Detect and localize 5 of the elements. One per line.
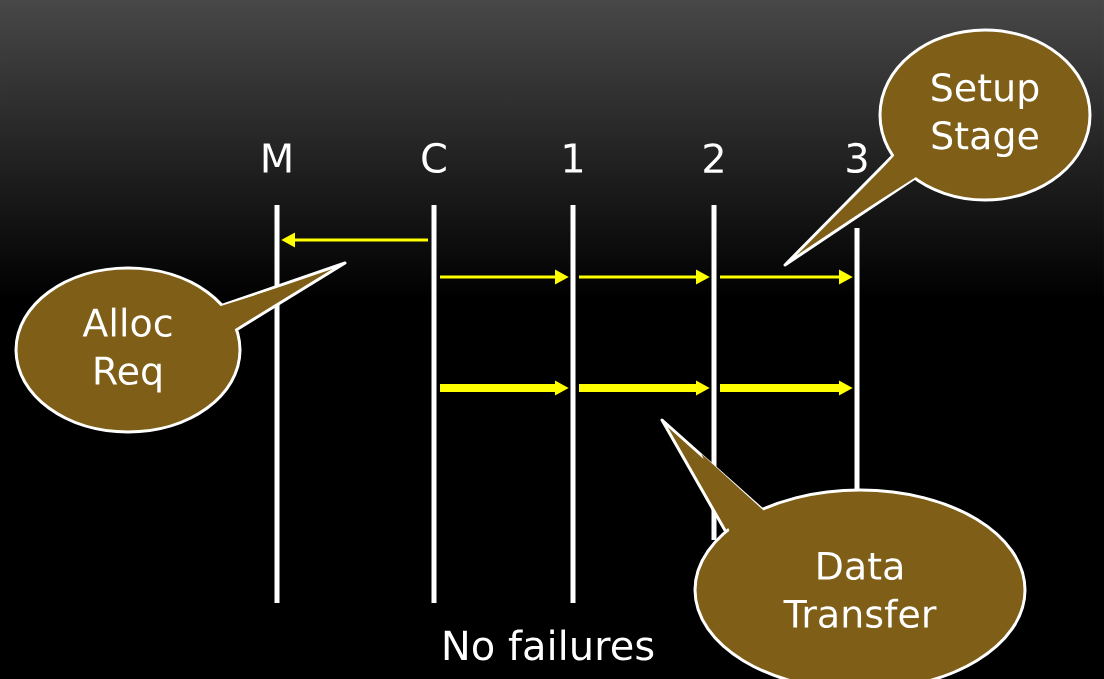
- speech-bubble: Data Transfer: [660, 418, 1027, 679]
- speech-bubble: Alloc Req: [14, 261, 347, 434]
- lifeline: C: [422, 142, 446, 603]
- lifeline: 1: [564, 143, 583, 603]
- caption: No failures: [444, 629, 654, 661]
